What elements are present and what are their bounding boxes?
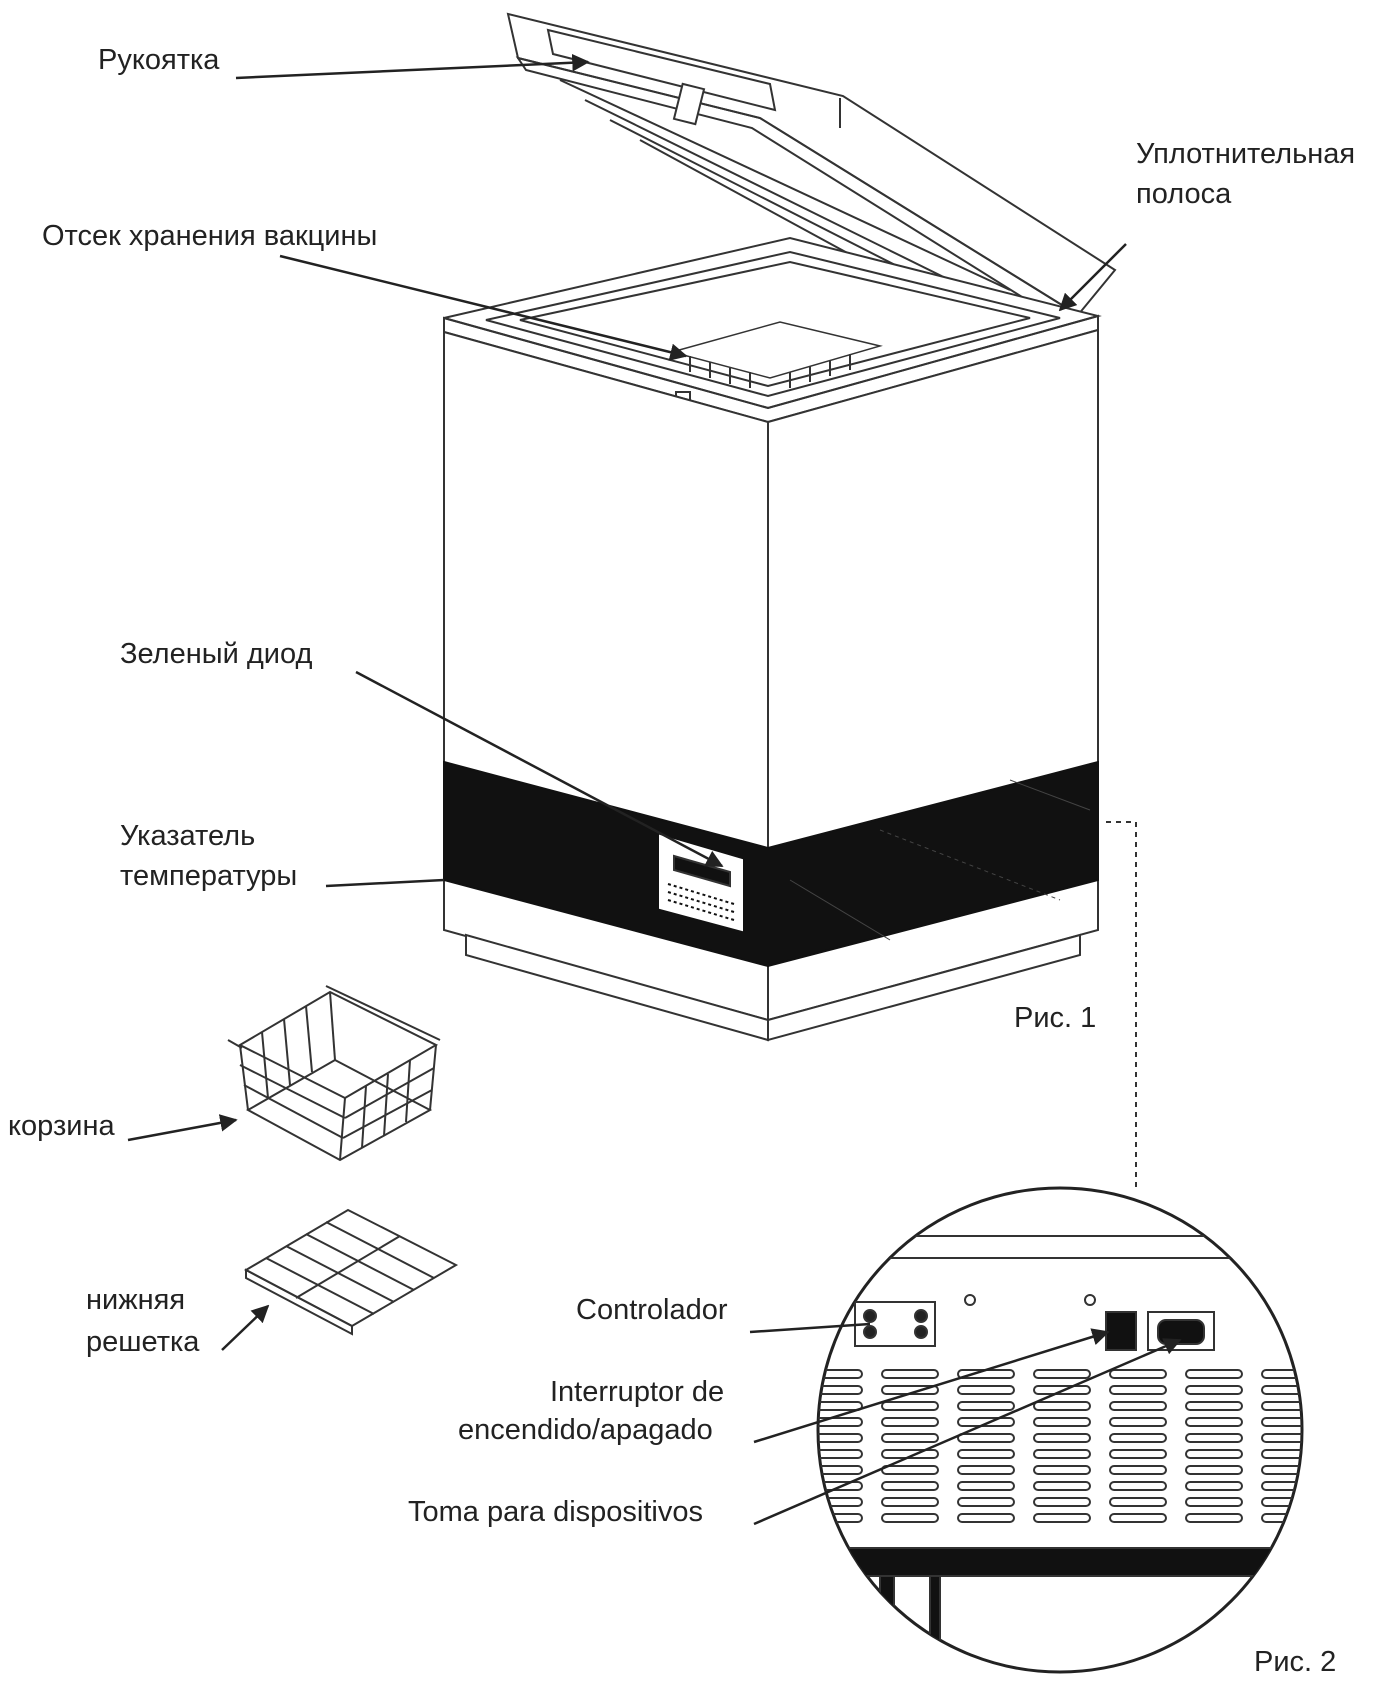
label-seal-line1: Уплотнительная: [1136, 138, 1356, 170]
label-basket: корзина: [8, 1110, 115, 1142]
arrow-handle: [235, 53, 590, 80]
label-bottom-grid-line2: решетка: [86, 1326, 200, 1358]
arrow-compartment: [279, 254, 688, 361]
label-controller: Controlador: [576, 1294, 728, 1326]
arrow-switch: [753, 1328, 1110, 1444]
caption-figure-2: Рис. 2: [1254, 1646, 1337, 1678]
label-green-led: Зеленый диод: [120, 638, 313, 670]
label-compartment: Отсек хранения вакцины: [42, 220, 378, 252]
label-socket: Toma para dispositivos: [408, 1496, 703, 1528]
label-switch-line1: Interruptor de: [550, 1376, 725, 1408]
label-temp-indicator-line1: Указатель: [120, 820, 256, 852]
caption-figure-1: Рис. 1: [1014, 1002, 1097, 1034]
label-seal-line2: полоса: [1136, 178, 1232, 210]
label-switch-line2: encendido/apagado: [458, 1414, 713, 1446]
leader-lines: [127, 53, 1182, 1526]
arrow-socket: [753, 1338, 1182, 1526]
label-handle: Рукоятка: [98, 44, 220, 76]
basket-illustration: [227, 985, 441, 1162]
freezer-illustration: [443, 12, 1117, 1042]
arrow-controller: [749, 1322, 871, 1334]
label-bottom-grid-line1: нижняя: [86, 1284, 186, 1316]
bottom-grid-illustration: [243, 1208, 459, 1336]
label-temp-indicator-line2: температуры: [120, 860, 298, 892]
arrow-bottom-grid: [221, 1304, 270, 1351]
freezer-rim: [443, 236, 1102, 424]
freezer-plinth: [465, 933, 1081, 1042]
detail-magnifier: [816, 821, 1304, 1674]
arrow-green-led: [355, 670, 724, 868]
arrow-temp-indicator: [325, 878, 445, 888]
arrow-seal: [1058, 243, 1127, 312]
arrow-basket: [127, 1114, 238, 1142]
